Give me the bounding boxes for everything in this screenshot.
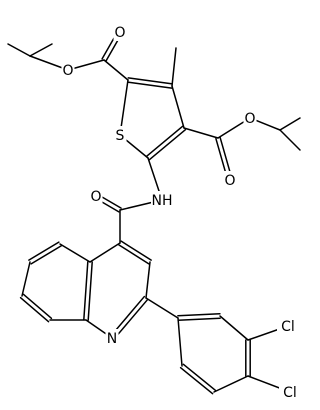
bond-layer: [7, 30, 301, 395]
bond-line: [29, 43, 53, 57]
double-bond-line: [118, 244, 150, 265]
atom-label-cl-1: Cl: [281, 319, 295, 335]
bond-line: [279, 129, 301, 151]
atom-label-n-quinoline: N: [107, 331, 117, 347]
double-bond-line: [19, 296, 50, 323]
atom-label-background: [279, 383, 301, 401]
bond-line: [177, 317, 183, 367]
bond-line: [279, 117, 301, 131]
double-bond-line: [120, 240, 152, 261]
atom-label-cl-2: Cl: [283, 385, 297, 401]
atom-label-nh-amide: NH: [152, 193, 173, 209]
bond-line: [213, 375, 249, 393]
bond-line: [103, 59, 129, 81]
bond-line: [145, 261, 151, 299]
double-bond-line: [126, 81, 173, 89]
atom-label-o-amide: O: [90, 189, 101, 205]
double-bond-line: [87, 261, 93, 321]
double-bond-line: [83, 261, 89, 321]
double-bond-line: [30, 245, 62, 265]
atom-label-background: [61, 61, 75, 79]
double-bond-line: [22, 293, 53, 320]
double-bond-line: [28, 241, 60, 261]
atom-label-background: [89, 187, 103, 205]
atom-label-background: [113, 23, 127, 41]
bond-line: [59, 243, 91, 263]
bond-line: [145, 297, 179, 319]
double-bond-line: [145, 125, 184, 158]
atom-label-background: [243, 109, 257, 127]
bond-line: [21, 261, 31, 297]
atom-label-background: [113, 126, 127, 144]
double-bond-line: [127, 77, 174, 85]
double-bond-line: [177, 313, 221, 317]
bond-line: [219, 315, 249, 341]
atom-label-background: [105, 329, 119, 347]
double-bond-line: [112, 298, 149, 341]
atom-label-background: [277, 317, 299, 335]
atom-label-s-ring: S: [116, 128, 125, 144]
atom-label-o-ether-1: O: [62, 63, 73, 79]
double-bond-line: [179, 366, 214, 395]
bond-line: [183, 127, 219, 139]
bond-line: [119, 79, 129, 136]
bond-line: [171, 85, 185, 129]
atom-label-o-ether-2: O: [244, 111, 255, 127]
double-bond-line: [148, 128, 187, 161]
atom-label-o-carbonyl-2: O: [224, 173, 235, 189]
double-bond-line: [182, 363, 217, 392]
bond-line: [89, 242, 121, 263]
atom-label-background: [223, 171, 237, 189]
atom-label-o-carbonyl-1: O: [114, 25, 125, 41]
bond-line: [7, 43, 31, 57]
atom-label-background: [151, 191, 173, 209]
double-bond-line: [177, 317, 221, 321]
bond-line: [171, 47, 177, 87]
